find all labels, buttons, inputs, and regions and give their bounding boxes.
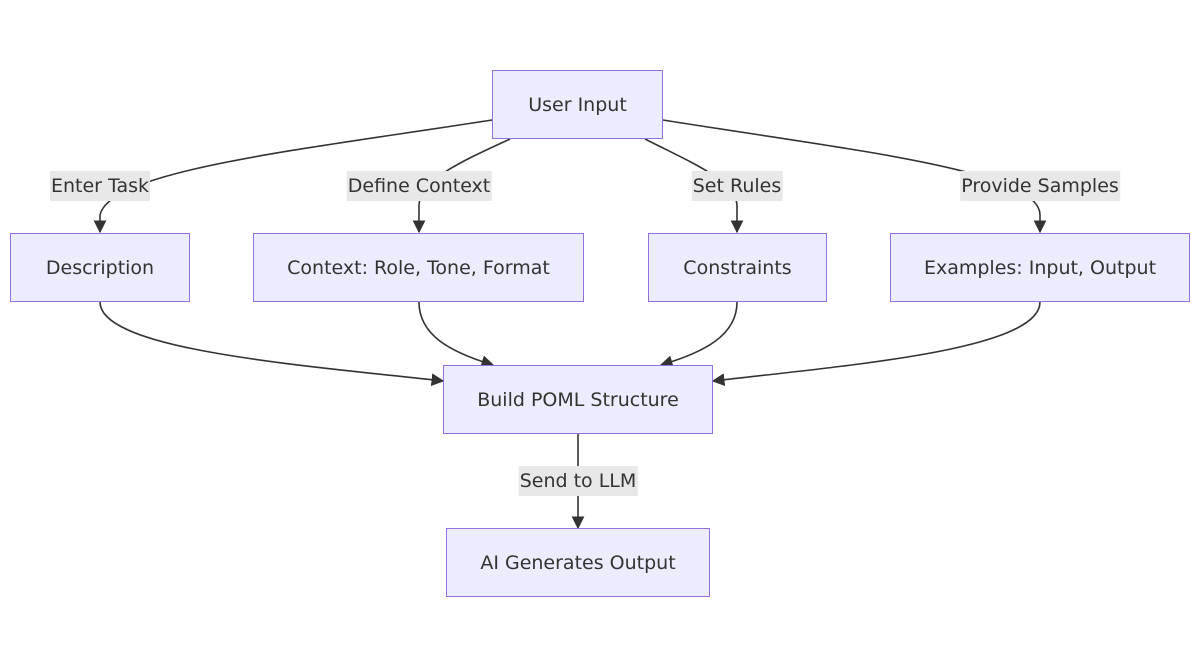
node-build-poml: Build POML Structure [443,365,713,434]
edge-constraints-build [659,301,738,368]
edge-label-set-rules: Set Rules [691,171,783,201]
node-user-input: User Input [492,70,663,139]
edge-label-define-context: Define Context [346,171,492,201]
edge-label-send-to-llm: Send to LLM [518,466,638,496]
node-examples: Examples: Input, Output [890,233,1190,302]
edge-userinput-description [93,119,493,234]
edge-label-provide-samples: Provide Samples [960,171,1120,201]
edge-description-build [99,301,445,387]
node-ai-output: AI Generates Output [446,528,710,597]
node-description: Description [10,233,190,302]
edge-label-enter-task: Enter Task [49,171,151,201]
edge-examples-build [711,301,1041,387]
node-constraints: Constraints [648,233,827,302]
node-context: Context: Role, Tone, Format [253,233,584,302]
edge-context-build [418,301,495,368]
edge-userinput-examples [662,119,1047,234]
